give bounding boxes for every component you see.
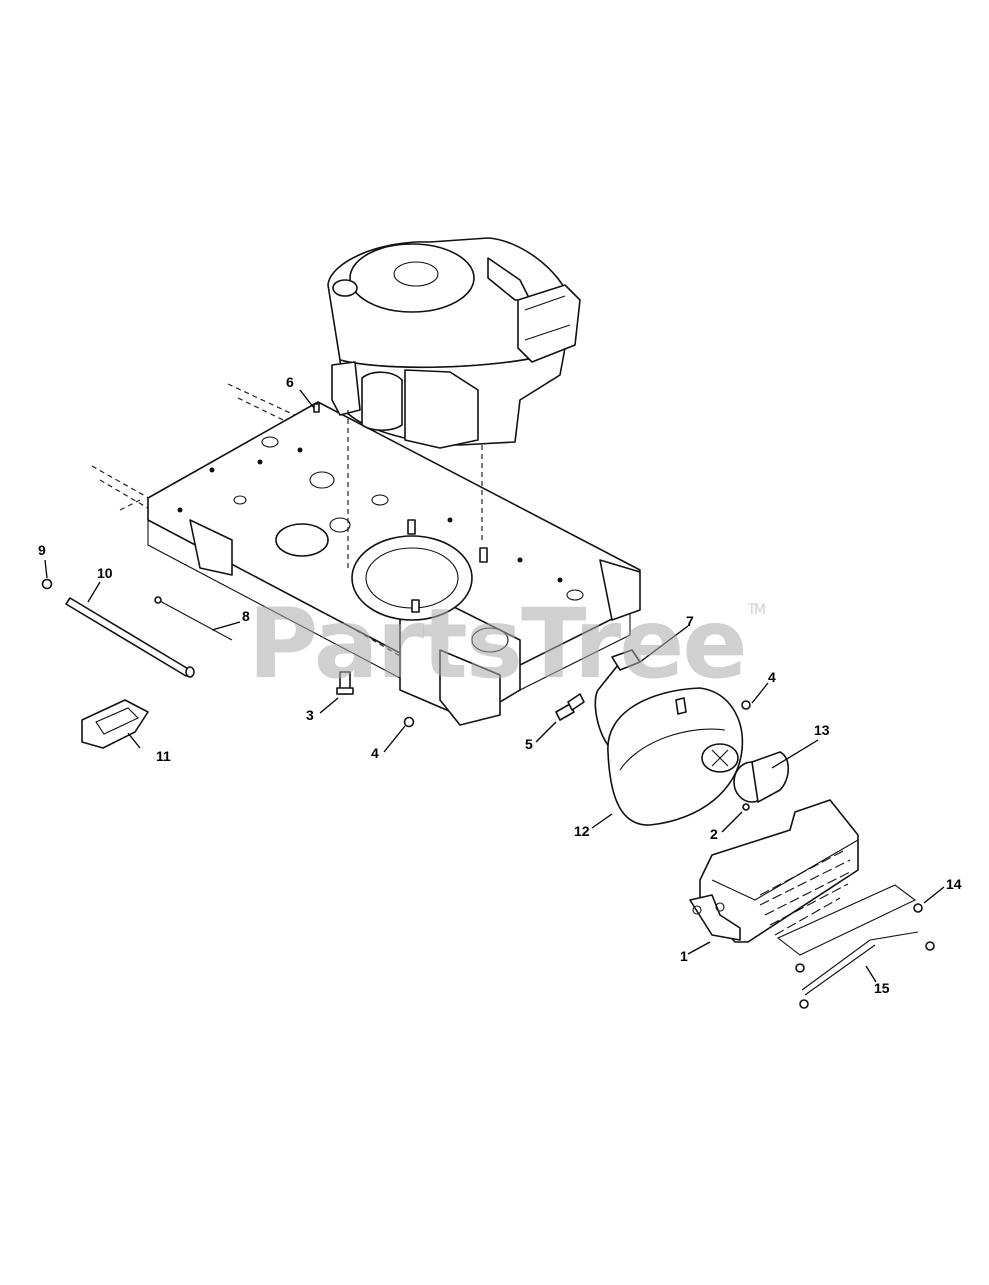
part-15-brackets (776, 884, 919, 996)
part-3-bolt (336, 671, 354, 695)
engine (327, 237, 581, 570)
part-5-fitting (555, 693, 585, 721)
callout-14[interactable]: 14 (946, 876, 962, 892)
part-13-spark-arrestor (733, 751, 790, 803)
callout-12[interactable]: 12 (574, 823, 590, 839)
part-4-nut-lower (403, 716, 415, 728)
callout-4-lower[interactable]: 4 (371, 745, 379, 761)
callout-2[interactable]: 2 (710, 826, 718, 842)
part-8-cable-tie (154, 596, 233, 641)
chassis-frame (91, 383, 641, 726)
part-6-screw (313, 403, 320, 413)
callout-11[interactable]: 11 (156, 748, 171, 764)
callout-10[interactable]: 10 (97, 565, 113, 581)
part-10-rod (65, 597, 195, 678)
callout-7[interactable]: 7 (686, 613, 694, 629)
part-9-nut (41, 578, 53, 590)
callout-4-upper[interactable]: 4 (768, 669, 776, 685)
callout-1[interactable]: 1 (680, 948, 688, 964)
part-11-bracket (81, 699, 149, 749)
part-14-screws (795, 903, 935, 1009)
callout-5[interactable]: 5 (525, 736, 533, 752)
leader-lines (44, 389, 945, 983)
callouts: 1 2 3 4 4 5 6 7 8 9 10 11 12 13 14 15 (38, 374, 962, 996)
callout-9[interactable]: 9 (38, 542, 46, 558)
part-2-screw (742, 803, 750, 811)
part-7-exhaust-pipe (594, 649, 641, 749)
callout-6[interactable]: 6 (286, 374, 294, 390)
callout-15[interactable]: 15 (874, 980, 890, 996)
part-12-muffler (607, 687, 744, 826)
callout-3[interactable]: 3 (306, 707, 314, 723)
callout-13[interactable]: 13 (814, 722, 830, 738)
part-1-heat-shield (689, 799, 859, 943)
part-4-nut-upper (741, 700, 751, 710)
callout-8[interactable]: 8 (242, 608, 250, 624)
